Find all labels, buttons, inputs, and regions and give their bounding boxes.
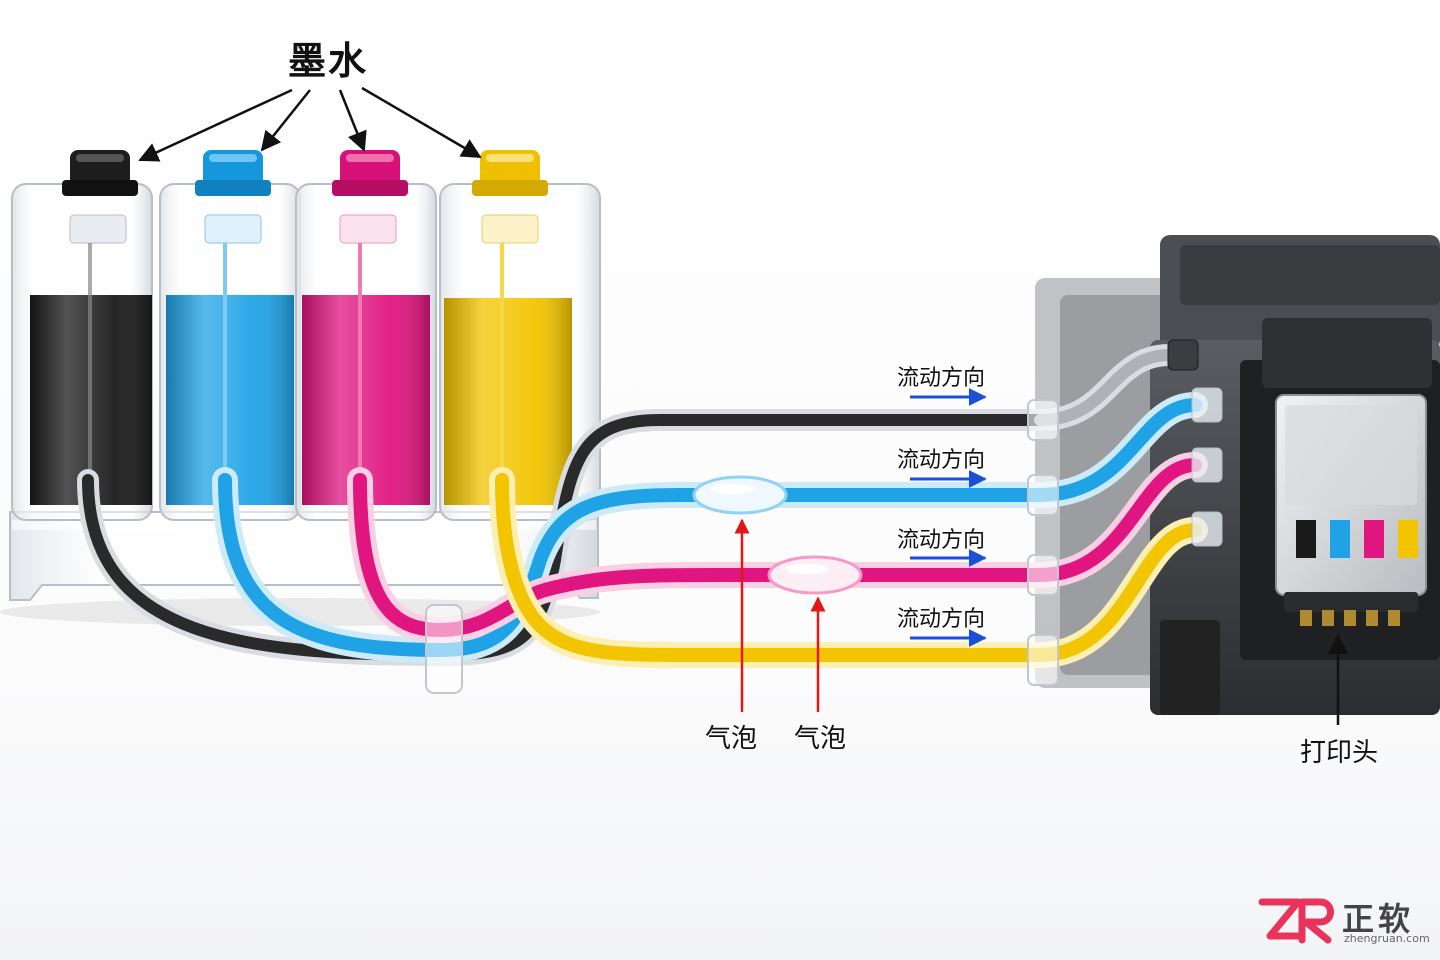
bubble-label-1: 气泡 <box>705 724 758 754</box>
ink-label: 墨水 <box>288 39 369 83</box>
printhead-inlets <box>1167 339 1223 547</box>
bubble-label-2: 气泡 <box>794 724 847 754</box>
brand-name: 正软 <box>1342 900 1415 938</box>
flow-direction-label-3: 流动方向 <box>897 528 986 553</box>
ink-tank-black <box>11 183 153 521</box>
tube-magenta <box>347 452 1208 644</box>
tube-yellow <box>489 467 1208 668</box>
ink-tank-yellow <box>439 183 601 521</box>
brand-logo: 正软 zhengruan.com <box>1256 894 1432 950</box>
flow-direction-label-1: 流动方向 <box>897 366 986 391</box>
head-slot-cyan <box>1330 520 1350 558</box>
printhead <box>1275 394 1427 626</box>
cap-magenta <box>332 150 408 196</box>
ink-tank-cyan <box>159 183 301 521</box>
head-slot-black <box>1296 520 1316 558</box>
tube-connector-rail <box>1027 399 1059 686</box>
air-bubble-magenta <box>767 555 863 595</box>
head-slot-yellow <box>1398 520 1418 558</box>
printhead-label: 打印头 <box>1300 738 1379 768</box>
ink-title-arrows <box>138 86 482 162</box>
brand-domain: zhengruan.com <box>1344 932 1430 945</box>
tube-cyan <box>212 392 1208 664</box>
cap-yellow <box>472 150 548 196</box>
tube-clip <box>425 604 463 694</box>
head-slot-magenta <box>1364 520 1384 558</box>
cap-black <box>62 150 138 196</box>
flow-direction-label-4: 流动方向 <box>897 607 986 632</box>
logo-mark-icon <box>1258 898 1334 944</box>
air-bubble-cyan <box>692 475 788 515</box>
flow-direction-label-2: 流动方向 <box>897 448 986 473</box>
cap-cyan <box>195 150 271 196</box>
